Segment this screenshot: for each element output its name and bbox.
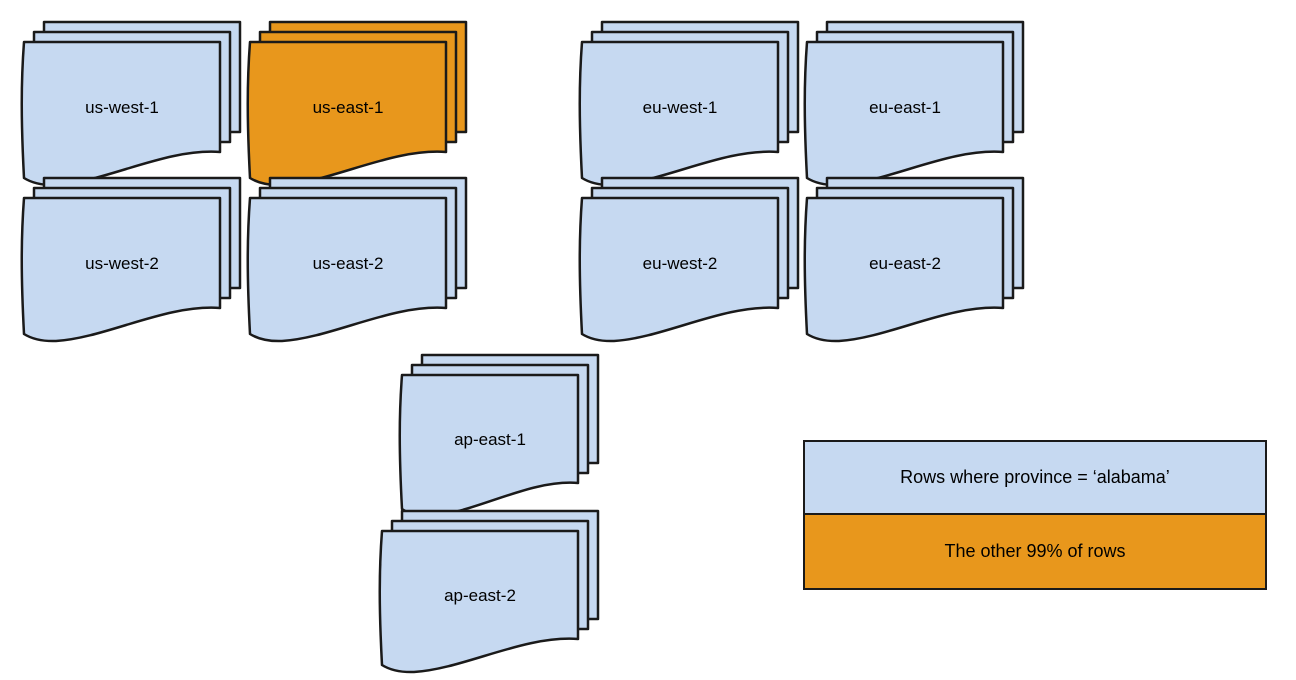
legend-row-label: Rows where province = ‘alabama’: [900, 467, 1170, 487]
document-stack-us-east-1[interactable]: us-east-1: [246, 16, 468, 190]
document-card-layer-3: [578, 196, 780, 343]
document-stack-us-east-2[interactable]: us-east-2: [246, 172, 468, 346]
document-stack-shape: [378, 509, 600, 674]
document-card-layer-3: [20, 40, 222, 187]
document-stack-shape: [578, 20, 800, 187]
document-stack-shape: [803, 20, 1025, 187]
document-stack-us-west-1[interactable]: us-west-1: [20, 16, 242, 190]
document-stack-shape: [578, 176, 800, 343]
document-stack-ap-east-2[interactable]: ap-east-2: [378, 505, 600, 677]
legend-row-label: The other 99% of rows: [944, 541, 1126, 561]
document-stack-eu-east-1[interactable]: eu-east-1: [803, 16, 1025, 190]
document-card-layer-3: [20, 196, 222, 343]
document-card-layer-3: [398, 373, 580, 518]
document-stack-eu-west-1[interactable]: eu-west-1: [578, 16, 800, 190]
document-stack-shape: [20, 20, 242, 187]
document-card-layer-3: [803, 196, 1005, 343]
legend-row-other-rows: The other 99% of rows: [805, 515, 1265, 588]
document-card-layer-3: [803, 40, 1005, 187]
document-stack-shape: [398, 353, 600, 518]
document-stack-ap-east-1[interactable]: ap-east-1: [398, 349, 600, 521]
document-stack-eu-west-2[interactable]: eu-west-2: [578, 172, 800, 346]
document-stack-shape: [20, 176, 242, 343]
document-stack-shape: [246, 20, 468, 187]
document-card-layer-3: [246, 40, 448, 187]
document-stack-shape: [246, 176, 468, 343]
document-card-layer-3: [378, 529, 580, 674]
document-stack-eu-east-2[interactable]: eu-east-2: [803, 172, 1025, 346]
document-stack-shape: [803, 176, 1025, 343]
document-stack-us-west-2[interactable]: us-west-2: [20, 172, 242, 346]
document-card-layer-3: [246, 196, 448, 343]
legend: Rows where province = ‘alabama’ The other…: [803, 440, 1267, 590]
document-card-layer-3: [578, 40, 780, 187]
legend-row-alabama-rows: Rows where province = ‘alabama’: [805, 442, 1265, 515]
